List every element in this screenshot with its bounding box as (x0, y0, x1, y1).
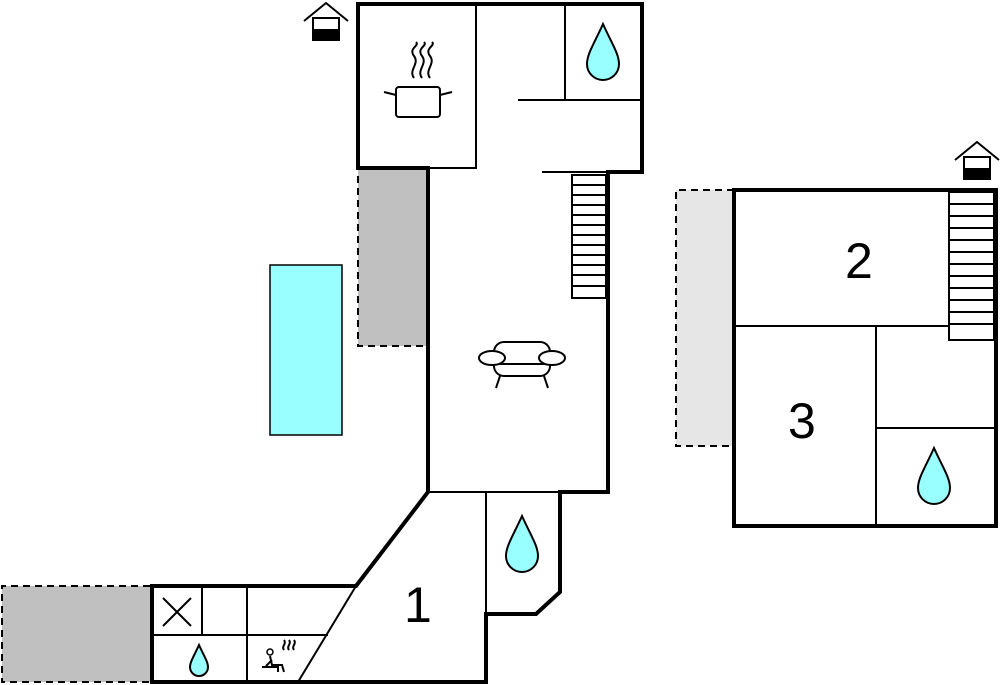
swimming-pool (269, 264, 343, 436)
annex-outer-wall (732, 188, 998, 528)
terrace-west (358, 170, 428, 346)
terrace-annex (676, 190, 734, 446)
main-house-interior-walls (152, 4, 642, 683)
water-drop-icon (585, 21, 621, 81)
terrace-annex-dash (675, 189, 734, 447)
cross-icon (162, 597, 192, 627)
water-drop-icon (504, 513, 540, 573)
annex-entrance-icon (954, 140, 1000, 180)
room-3-label: 3 (788, 393, 816, 449)
house-entrance-icon (303, 1, 349, 41)
terrace-west-dash (357, 176, 428, 347)
room-2-label: 2 (845, 233, 873, 289)
sauna-icon (262, 639, 296, 673)
kitchen-pot-icon (383, 41, 453, 118)
terrace-southwest (2, 586, 152, 682)
annex-stairs-icon (948, 191, 995, 341)
water-drop-icon (916, 445, 952, 505)
water-drop-icon (188, 642, 210, 677)
terrace-southwest-dash (1, 585, 150, 683)
room-1-label: 1 (404, 577, 432, 633)
sofa-icon (478, 341, 566, 389)
annex-interior-walls (734, 325, 996, 526)
stairs-icon (571, 174, 607, 299)
